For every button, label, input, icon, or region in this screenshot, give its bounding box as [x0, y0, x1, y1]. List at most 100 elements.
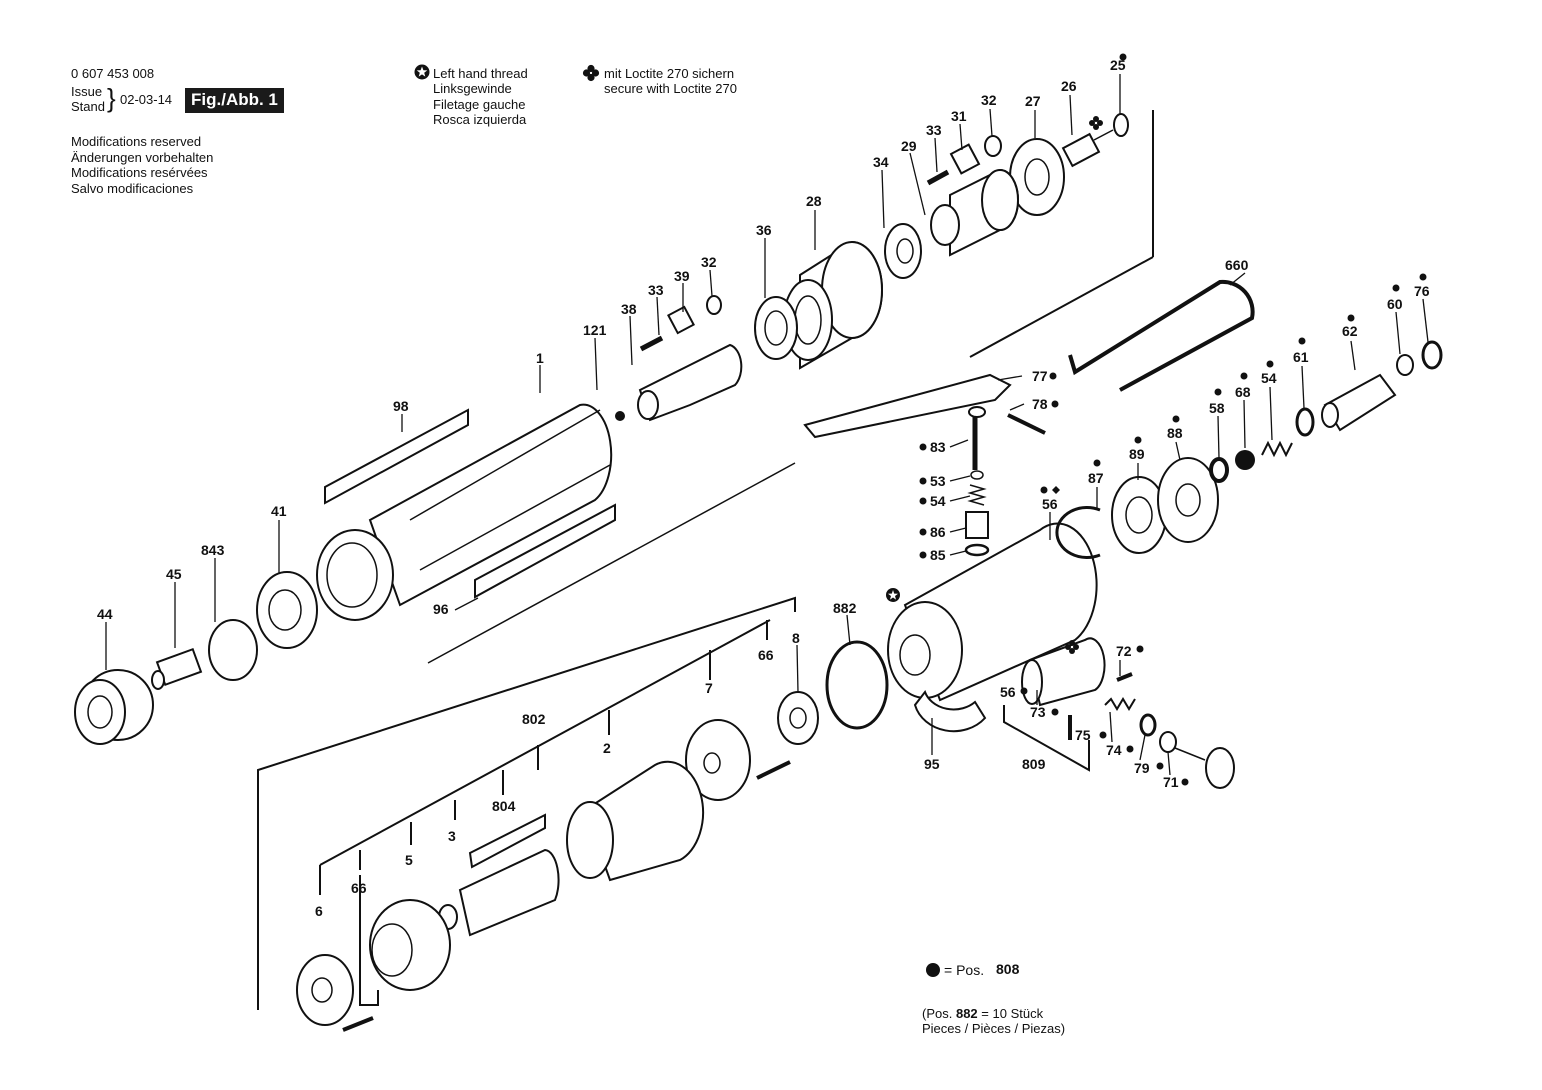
label-32-top: 32 — [981, 92, 997, 108]
label-25: 25 — [1110, 57, 1126, 73]
label-54: 54 — [1261, 370, 1277, 386]
label-56-bottom: 56 — [1000, 684, 1016, 700]
part-76-oring — [1421, 340, 1443, 370]
bracket-809 — [1003, 705, 1090, 772]
part-62-inlet — [1321, 373, 1397, 432]
label-56-top: 56 — [1042, 496, 1058, 512]
label-72: 72 — [1116, 643, 1132, 659]
part-31-gear — [949, 143, 981, 175]
pieces-note: (Pos. 882 = 10 Stück — [922, 1006, 1044, 1021]
part-39-gear — [667, 305, 695, 335]
label-86: 86 — [930, 524, 946, 540]
part-44-cap — [74, 669, 154, 745]
part-29-planet-carrier — [930, 168, 1019, 257]
label-73: 73 — [1030, 704, 1046, 720]
part-66-pin-lower — [342, 1016, 374, 1032]
label-39: 39 — [674, 268, 690, 284]
part-2-cylinder — [566, 760, 704, 882]
label-58: 58 — [1209, 400, 1225, 416]
label-34: 34 — [873, 154, 889, 170]
label-27: 27 — [1025, 93, 1041, 109]
part-882-oring — [825, 640, 889, 730]
part-26-shaft — [1061, 129, 1114, 168]
pos-prefix: = Pos. — [944, 962, 985, 978]
lht-es: Rosca izquierda — [433, 112, 527, 127]
part-98-strip — [324, 408, 469, 505]
part-5-end-plate — [369, 899, 451, 991]
modifications-fr: Modifications resérvées — [71, 165, 208, 180]
loctite-icon — [582, 64, 600, 82]
part-number: 0 607 453 008 — [71, 66, 155, 81]
modifications-en: Modifications reserved — [71, 134, 202, 149]
lht-fr: Filetage gauche — [433, 97, 526, 112]
pos-value: 808 — [996, 961, 1020, 977]
label-33-mid: 33 — [648, 282, 664, 298]
part-86-valve-seat — [965, 511, 989, 539]
label-6: 6 — [315, 903, 323, 919]
label-804: 804 — [492, 798, 516, 814]
part-83-valve-stem — [968, 406, 986, 470]
part-25-circlip — [1113, 113, 1129, 137]
label-60: 60 — [1387, 296, 1403, 312]
label-71: 71 — [1163, 774, 1179, 790]
modifications-es: Salvo modificaciones — [71, 181, 194, 196]
label-38: 38 — [621, 301, 637, 317]
label-79: 79 — [1134, 760, 1150, 776]
label-26: 26 — [1061, 78, 1077, 94]
label-31: 31 — [951, 108, 967, 124]
loctite-de: mit Loctite 270 sichern — [604, 66, 735, 81]
label-53: 53 — [930, 473, 946, 489]
label-96: 96 — [433, 601, 449, 617]
axis-line — [427, 462, 796, 664]
part-74-spring — [1104, 697, 1136, 711]
label-95: 95 — [924, 756, 940, 772]
label-5: 5 — [405, 852, 413, 868]
label-660: 660 — [1225, 257, 1249, 273]
lht-marker-56 — [886, 588, 900, 602]
modifications-de: Änderungen vorbehalten — [71, 150, 214, 165]
label-66-lower: 66 — [351, 880, 367, 896]
part-96-strip — [474, 503, 616, 599]
part-6-bearing — [296, 954, 354, 1026]
label-32-mid: 32 — [701, 254, 717, 270]
part-95-guard — [913, 689, 987, 733]
bracket-802-inner — [319, 619, 771, 866]
label-41: 41 — [271, 503, 287, 519]
bracket-802 — [257, 596, 796, 1010]
part-66-pin-upper — [756, 760, 791, 780]
part-804-vane — [468, 813, 546, 869]
part-121-ball — [615, 411, 625, 421]
loctite-marker-73 — [1065, 640, 1079, 654]
part-32-bearing-top — [984, 135, 1002, 157]
label-83: 83 — [930, 439, 946, 455]
label-78: 78 — [1032, 396, 1048, 412]
lht-de: Linksgewinde — [433, 81, 512, 96]
part-89-ring — [1111, 476, 1167, 554]
part-60-washer — [1396, 354, 1414, 376]
part-1-motor-housing — [316, 403, 613, 621]
label-77: 77 — [1032, 368, 1048, 384]
label-802: 802 — [522, 711, 546, 727]
label-76: 76 — [1414, 283, 1430, 299]
label-809: 809 — [1022, 756, 1046, 772]
bullet-dot-icon — [926, 963, 940, 977]
label-8: 8 — [792, 630, 800, 646]
label-882: 882 — [833, 600, 857, 616]
part-88-washer — [1157, 457, 1219, 543]
part-36-bearing — [754, 296, 798, 360]
label-1: 1 — [536, 350, 544, 366]
part-3-rotor — [438, 848, 560, 937]
part-79-oring — [1139, 713, 1157, 737]
part-38-spindle — [637, 343, 743, 422]
part-53-oring-valve — [970, 470, 984, 480]
part-843-ring — [208, 619, 258, 681]
loctite-marker-25 — [1089, 116, 1103, 130]
left-hand-thread-icon — [414, 64, 430, 80]
part-7-end-plate — [685, 719, 751, 801]
part-77-lever — [803, 373, 1012, 439]
label-62: 62 — [1342, 323, 1358, 339]
label-61: 61 — [1293, 349, 1309, 365]
part-32-bearing-mid — [706, 295, 722, 315]
part-78-pin — [1007, 413, 1046, 435]
